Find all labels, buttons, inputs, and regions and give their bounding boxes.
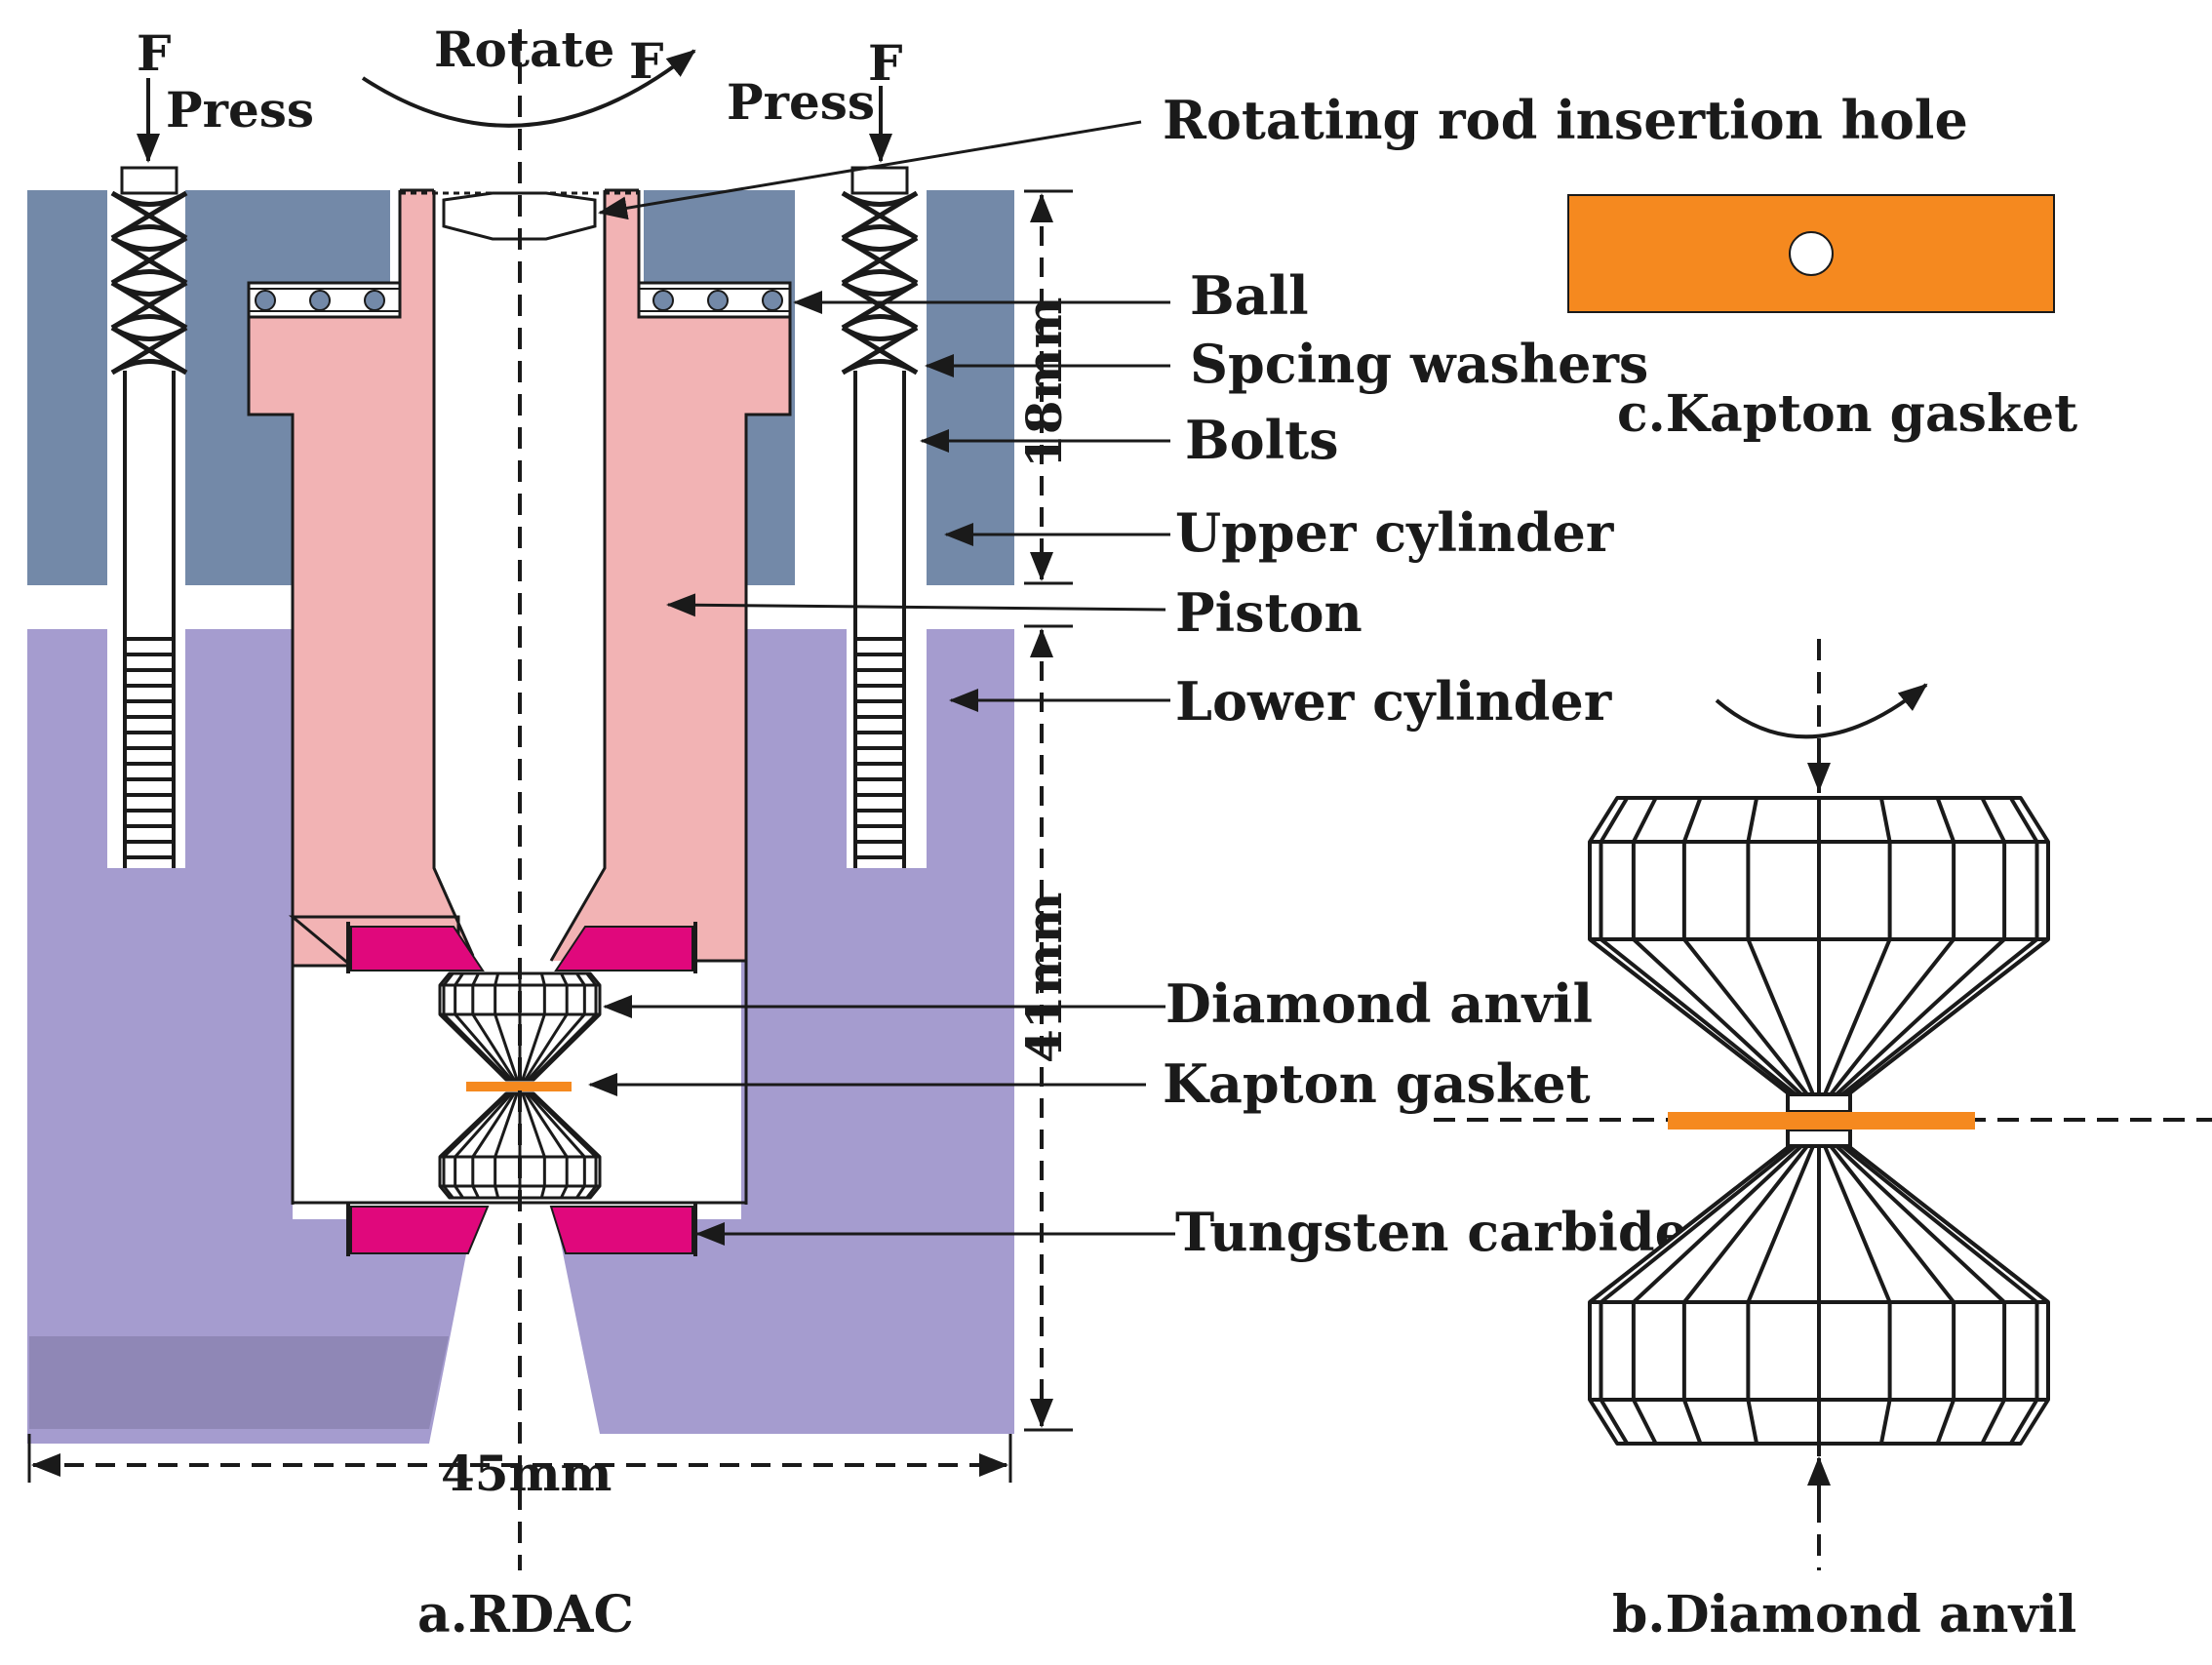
width-label: 45mm xyxy=(441,1445,612,1502)
callout-kapton-gasket: Kapton gasket xyxy=(588,1052,1591,1115)
tungsten-carbide-upper xyxy=(288,915,697,973)
piston-label: Piston xyxy=(1175,581,1363,644)
callout-tungsten-carbide: Tungsten carbide xyxy=(695,1201,1688,1263)
tungsten-carbide-lower xyxy=(293,1201,746,1256)
tungsten-carbide-label: Tungsten carbide xyxy=(1175,1201,1688,1263)
callout-piston: Piston xyxy=(666,581,1363,644)
caption-a: a.RDAC xyxy=(417,1585,634,1645)
force-right-label: F xyxy=(868,34,903,92)
diamond-anvil-large-bottom xyxy=(1588,1128,2050,1446)
press-left-label: Press xyxy=(166,81,314,139)
bolts-label: Bolts xyxy=(1185,409,1339,471)
callout-diamond-anvil: Diamond anvil xyxy=(603,972,1593,1035)
diamond-anvil-label: Diamond anvil xyxy=(1165,972,1593,1035)
dimension-height-lower: 41mm xyxy=(1015,624,1073,1432)
press-right-label: Press xyxy=(727,73,875,131)
height-lower-label: 41mm xyxy=(1015,892,1073,1063)
upper-cylinder-label: Upper cylinder xyxy=(1175,501,1614,564)
kapton-gasket-small xyxy=(466,1082,572,1091)
callout-rotating-rod: Rotating rod insertion hole xyxy=(598,89,1968,220)
piston xyxy=(247,188,792,968)
lower-cylinder-label: Lower cylinder xyxy=(1175,670,1612,733)
kapton-gasket-label: Kapton gasket xyxy=(1163,1052,1591,1115)
rotate-label: Rotate xyxy=(434,20,614,78)
diamond-anvil-large-top xyxy=(1588,796,2050,1114)
dimension-height-upper: 18mm xyxy=(1015,189,1073,585)
force-left-label: F xyxy=(137,24,172,82)
ball-bearing-right xyxy=(637,281,792,319)
force-arrow-left: F Press xyxy=(137,24,314,163)
kapton-gasket-panel: c.Kapton gasket xyxy=(1567,194,2077,444)
ball-bearing-left xyxy=(247,281,402,319)
callout-upper-cylinder: Upper cylinder xyxy=(944,501,1614,564)
ball-label: Ball xyxy=(1190,264,1309,327)
force-arrow-right: F Press xyxy=(727,34,903,163)
spring-washers-label: Spcing washers xyxy=(1190,333,1648,395)
caption-b: b.Diamond anvil xyxy=(1612,1585,2076,1645)
caption-c: c.Kapton gasket xyxy=(1617,384,2077,444)
bolt-right xyxy=(841,166,919,868)
callout-ball: Ball xyxy=(793,264,1309,327)
dimension-width: 45mm xyxy=(27,1434,1012,1502)
force-mid-label: F xyxy=(629,32,664,90)
rotating-rod-label: Rotating rod insertion hole xyxy=(1163,89,1968,151)
callout-lower-cylinder: Lower cylinder xyxy=(949,670,1612,733)
bolt-left xyxy=(110,166,188,868)
rotate-arrow: Rotate F xyxy=(361,20,696,128)
callout-bolts: Bolts xyxy=(920,409,1339,471)
height-upper-label: 18mm xyxy=(1015,297,1073,468)
callout-spring-washers: Spcing washers xyxy=(925,333,1648,395)
diamond-anvil-panel: b.Diamond anvil xyxy=(1434,639,2212,1645)
